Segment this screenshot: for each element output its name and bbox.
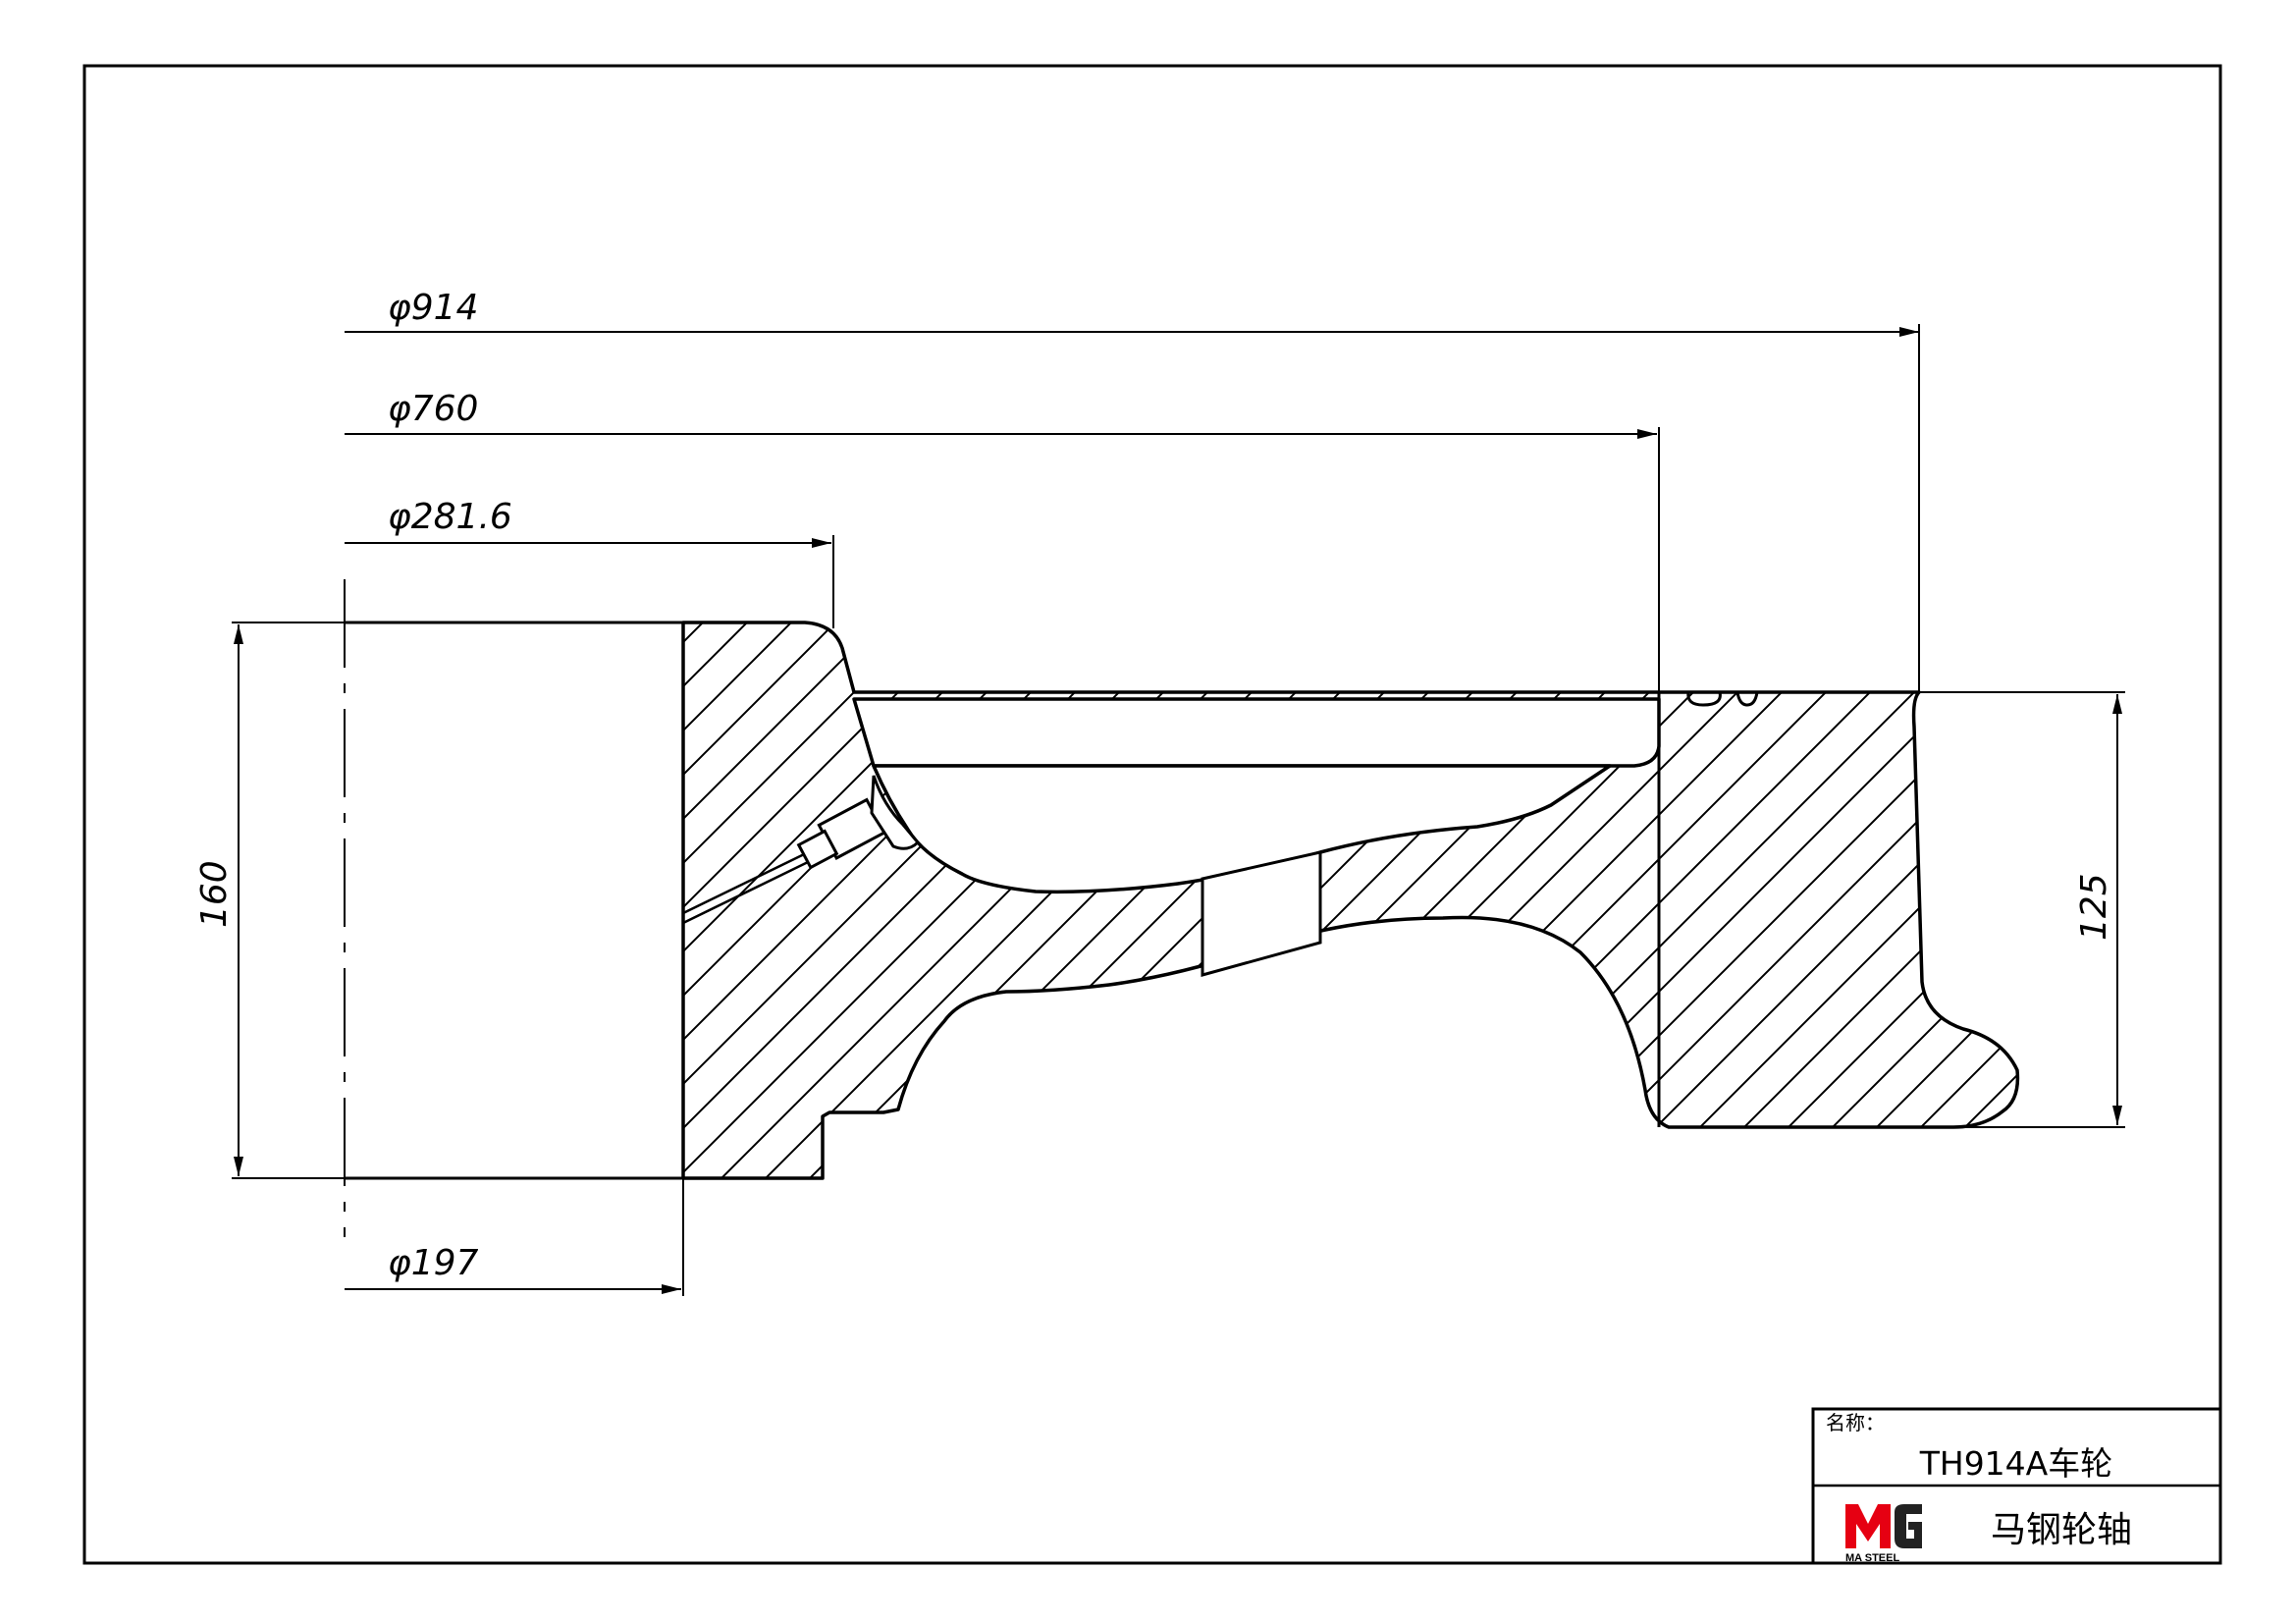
dim-281: φ281.6 bbox=[345, 497, 834, 628]
web-cavity bbox=[872, 764, 1612, 894]
bore-outline bbox=[345, 621, 685, 1180]
title-block: 名称： TH914A车轮 马钢轮轴 MA STEEL bbox=[1811, 1407, 2222, 1565]
dim-281-label: φ281.6 bbox=[388, 497, 512, 537]
rim-gap bbox=[852, 697, 1661, 768]
logo-text: MA STEEL bbox=[1845, 1552, 1899, 1564]
drawing-frame bbox=[82, 64, 2222, 1565]
part-name: TH914A车轮 bbox=[1919, 1444, 2113, 1483]
name-label: 名称： bbox=[1826, 1411, 1885, 1434]
dim-914-label: φ914 bbox=[388, 288, 478, 328]
dim-160: 160 bbox=[194, 622, 345, 1179]
dim-125: 125 bbox=[1919, 691, 2125, 1128]
dim-197-label: φ197 bbox=[388, 1243, 479, 1283]
dim-197: φ197 bbox=[345, 1178, 684, 1296]
company-name: 马钢轮轴 bbox=[1991, 1510, 2132, 1550]
dim-125-label: 125 bbox=[2074, 873, 2114, 941]
dim-914: φ914 bbox=[345, 288, 1920, 692]
web-band bbox=[1201, 850, 1322, 977]
rim-details bbox=[854, 691, 1759, 1127]
dim-160-label: 160 bbox=[194, 860, 235, 928]
ma-steel-logo: MA STEEL bbox=[1845, 1504, 1922, 1564]
logo-g-mark bbox=[1895, 1504, 1922, 1548]
oil-plug bbox=[682, 775, 921, 925]
dim-760-label: φ760 bbox=[388, 389, 478, 429]
dim-760: φ760 bbox=[345, 389, 1660, 692]
logo-m-mark bbox=[1845, 1504, 1891, 1548]
